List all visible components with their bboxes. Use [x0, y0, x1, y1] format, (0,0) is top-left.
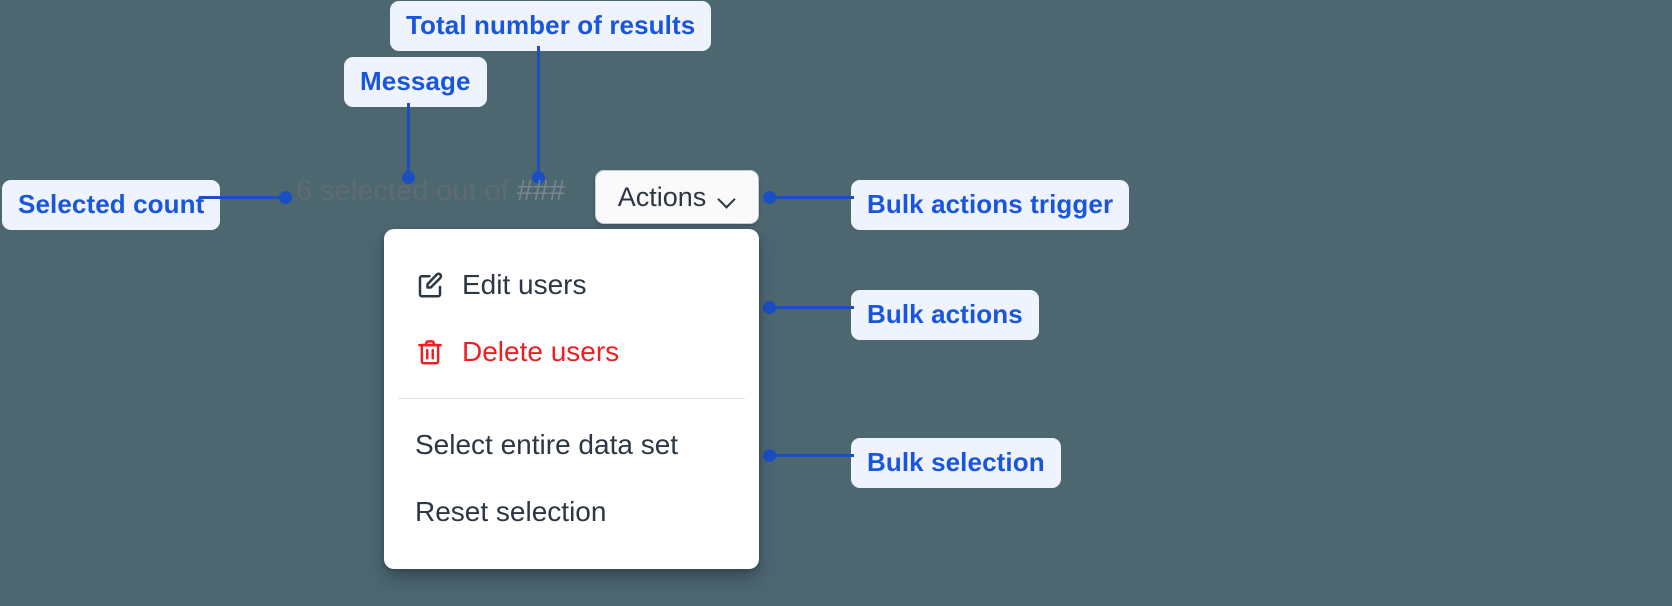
connector-dot-selected-count	[279, 191, 292, 204]
menu-item-reset-selection[interactable]: Reset selection	[384, 478, 759, 545]
connector-dot-total-results	[532, 171, 545, 184]
menu-item-select-entire-data-set[interactable]: Select entire data set	[384, 411, 759, 478]
pencil-square-icon	[415, 270, 445, 300]
callout-bulk-selection: Bulk selection	[851, 438, 1061, 488]
connector-message	[407, 103, 410, 177]
selection-status-text: 6 selected out of ###	[296, 177, 565, 206]
menu-item-label: Delete users	[462, 335, 620, 367]
menu-separator	[398, 398, 745, 399]
callout-bulk-actions-trigger: Bulk actions trigger	[851, 180, 1130, 230]
connector-bulk-actions	[766, 306, 854, 309]
callout-message: Message	[344, 57, 487, 107]
bulk-actions-trigger-label: Actions	[617, 181, 707, 212]
menu-item-label: Select entire data set	[415, 428, 679, 460]
trash-icon	[415, 337, 445, 367]
connector-bulk-actions-trigger	[766, 196, 854, 199]
connector-bulk-selection	[766, 454, 854, 457]
menu-item-label: Reset selection	[415, 495, 607, 527]
connector-total-results	[537, 46, 540, 177]
callout-bulk-actions: Bulk actions	[851, 290, 1039, 340]
connector-dot-bulk-actions-trigger	[763, 191, 776, 204]
selection-message-label: selected out of	[320, 175, 509, 207]
selected-count-value: 6	[296, 175, 313, 207]
callout-total-number-of-results: Total number of results	[390, 1, 712, 51]
menu-item-label: Edit users	[462, 268, 587, 300]
bulk-actions-trigger-button[interactable]: Actions	[595, 170, 759, 224]
chevron-down-icon	[718, 193, 736, 204]
connector-dot-bulk-actions	[763, 301, 776, 314]
bulk-actions-menu[interactable]: Edit users Delete users Select entire da…	[384, 229, 759, 569]
connector-dot-message	[402, 171, 415, 184]
callout-selected-count: Selected count	[2, 180, 221, 230]
menu-item-edit-users[interactable]: Edit users	[384, 251, 759, 318]
connector-selected-count	[201, 196, 287, 199]
total-results-value: ###	[516, 175, 566, 207]
menu-item-delete-users[interactable]: Delete users	[384, 318, 759, 385]
connector-dot-bulk-selection	[763, 449, 776, 462]
